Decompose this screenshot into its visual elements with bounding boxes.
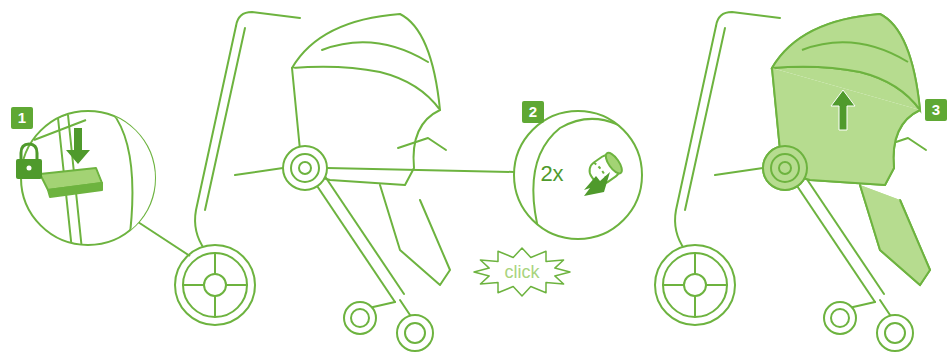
repeat-count: 2x — [540, 163, 563, 185]
callout-number: 3 — [925, 99, 947, 121]
callout-number: 1 — [11, 107, 33, 129]
click-sound: click — [505, 263, 540, 281]
callout-number: 2 — [522, 101, 544, 123]
